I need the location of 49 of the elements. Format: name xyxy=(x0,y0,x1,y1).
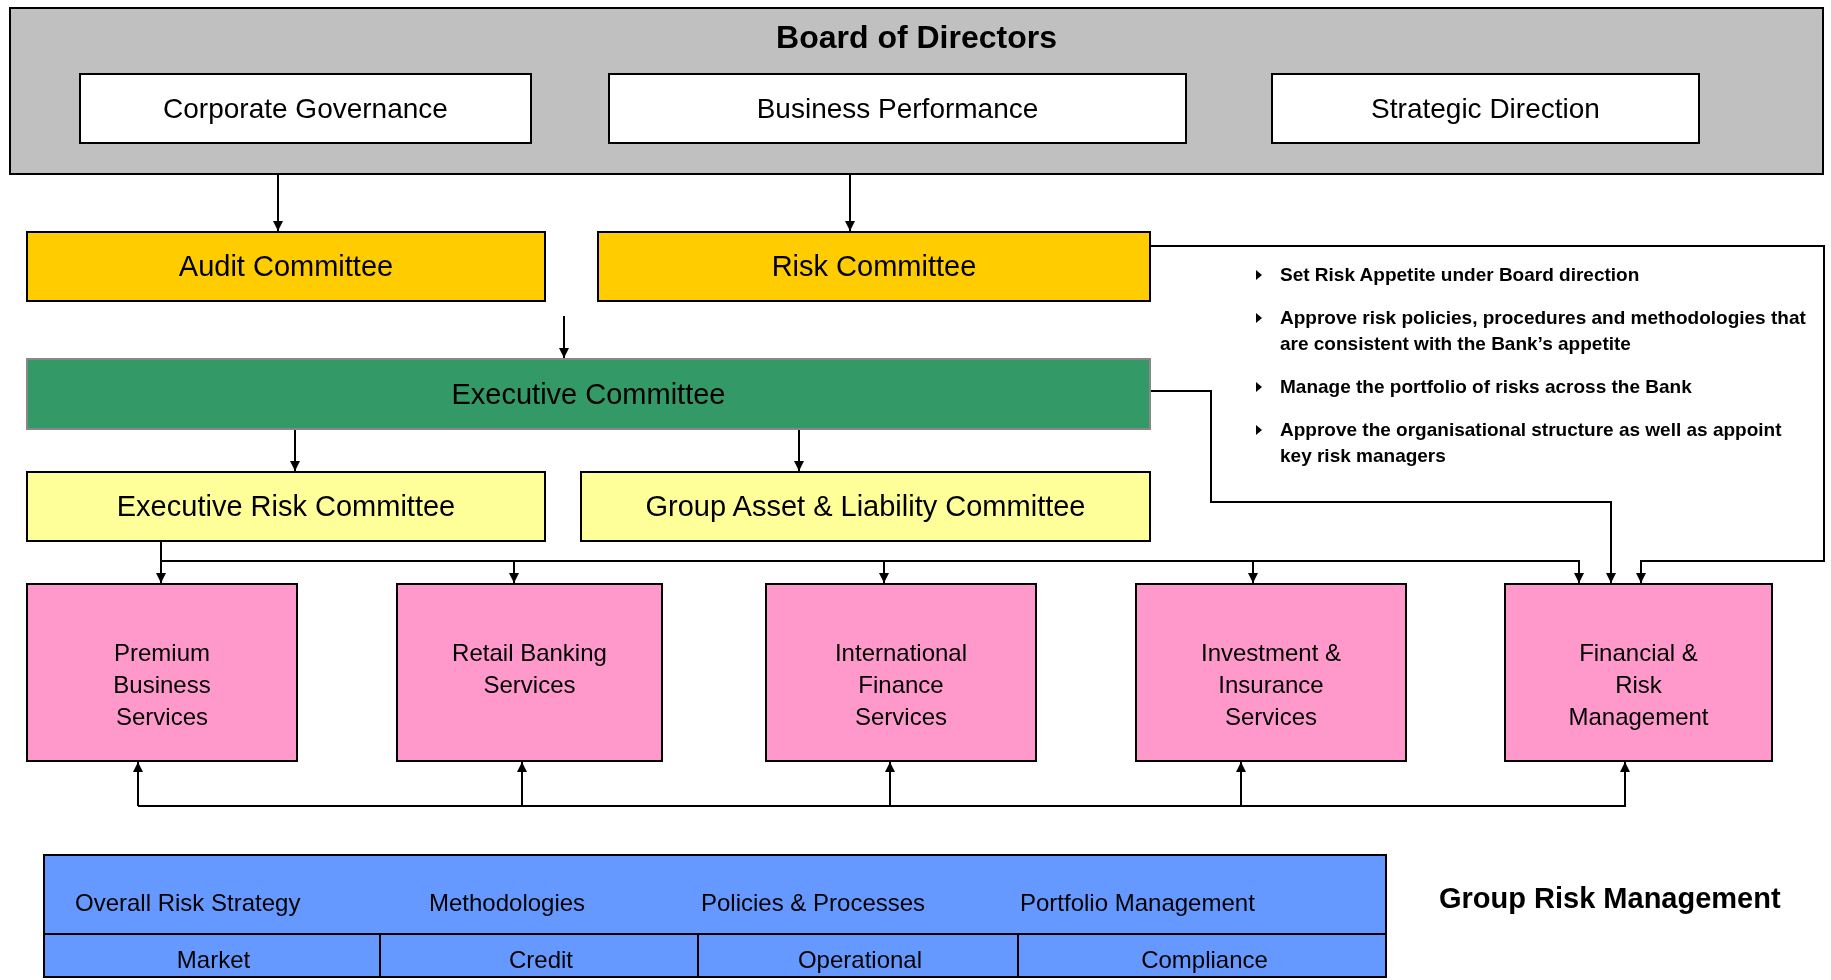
box-label: Strategic Direction xyxy=(1371,92,1600,125)
risk-area-label: Operational xyxy=(796,946,924,974)
function-box xyxy=(79,73,532,144)
risk-area-label: Policies & Processes xyxy=(701,889,926,917)
committee-box xyxy=(26,358,1151,430)
board-title: Board of Directors xyxy=(776,19,1057,56)
business-unit-box xyxy=(1135,583,1407,762)
box-label: Retail Banking Services xyxy=(451,638,608,700)
box-label: International Finance Services xyxy=(833,638,969,732)
bullet-note: Set Risk Appetite under Board direction xyxy=(1250,262,1810,288)
bullet-note: Approve risk policies, procedures and methodologies that are consistent with the Bank’s appetite xyxy=(1250,305,1810,357)
bullet-note: Approve the organisational structure as well as appoint key risk managers xyxy=(1250,417,1810,469)
arrow xyxy=(273,174,283,232)
risk-area-label: Compliance xyxy=(1140,946,1269,974)
risk-area-label: Methodologies xyxy=(429,889,586,917)
function-box xyxy=(1271,73,1700,144)
box-label: Executive Risk Committee xyxy=(116,490,456,523)
business-unit-box xyxy=(1504,583,1773,762)
committee-box xyxy=(580,471,1151,542)
committee-box xyxy=(597,231,1151,302)
box-label: Investment & Insurance Services xyxy=(1199,638,1343,732)
arrow xyxy=(1150,245,1825,584)
board-panel xyxy=(9,7,1824,175)
box-label: Risk Committee xyxy=(771,250,977,283)
bullet-note: Manage the portfolio of risks across the Bank xyxy=(1250,374,1810,400)
arrow xyxy=(845,174,855,232)
box-label: Financial & Risk Management xyxy=(1567,638,1710,732)
risk-area-label: Credit xyxy=(508,946,574,974)
box-label: Group Asset & Liability Committee xyxy=(645,490,1086,523)
arrow xyxy=(133,761,143,807)
risk-area-label: Market xyxy=(175,946,252,974)
box-label: Executive Committee xyxy=(451,377,726,411)
risk-area-label: Portfolio Management xyxy=(1020,889,1255,917)
box-label: Business Performance xyxy=(756,92,1039,125)
business-unit-box xyxy=(765,583,1037,762)
arrow xyxy=(290,429,300,472)
box-label: Audit Committee xyxy=(178,250,394,283)
arrow xyxy=(794,429,804,472)
business-unit-box xyxy=(26,583,298,762)
box-label: Premium Business Services xyxy=(112,638,212,732)
panel-heading: Group Risk Management xyxy=(1439,882,1781,915)
risk-area-label: Overall Risk Strategy xyxy=(75,889,301,917)
function-box xyxy=(608,73,1187,144)
arrow xyxy=(1150,390,1616,584)
committee-box xyxy=(26,231,546,302)
committee-box xyxy=(26,471,546,542)
box-label: Corporate Governance xyxy=(163,92,448,125)
arrow xyxy=(559,315,569,359)
business-unit-box xyxy=(396,583,663,762)
